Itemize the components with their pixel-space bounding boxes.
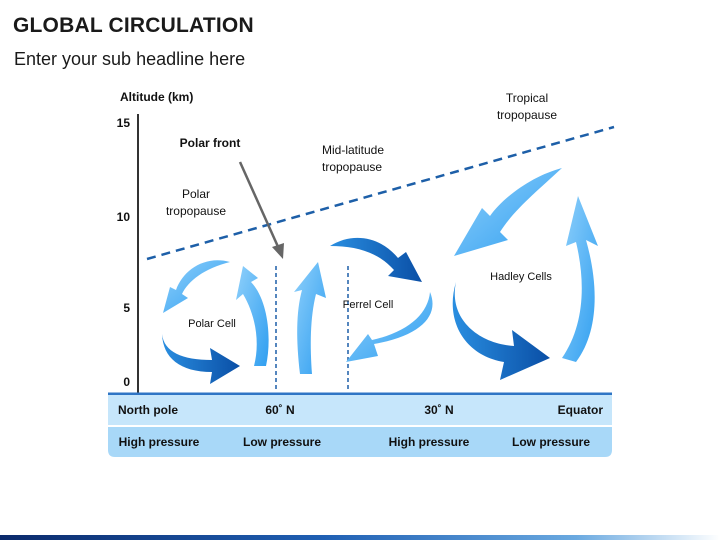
latitude-30n: 30˚ N xyxy=(424,403,453,417)
tick-10: 10 xyxy=(117,210,131,224)
pressure-low-1: Low pressure xyxy=(243,435,321,449)
tropopause-line xyxy=(146,125,615,261)
tropical-tropopause-label-1: Tropical xyxy=(506,91,548,105)
polar-cell-arrow-right xyxy=(236,266,269,366)
tick-15: 15 xyxy=(117,116,131,130)
latitude-60n: 60˚ N xyxy=(265,403,294,417)
latitude-band xyxy=(108,395,612,425)
polar-front-label: Polar front xyxy=(180,136,241,150)
latitude-north-pole: North pole xyxy=(118,403,178,417)
ferrel-cell-arrow-left xyxy=(294,262,326,374)
hadley-cell-arrow-bottom xyxy=(452,282,550,380)
polar-cell-label: Polar Cell xyxy=(188,318,236,330)
page-title: GLOBAL CIRCULATION xyxy=(13,14,254,37)
ferrel-cell-arrow-bottom xyxy=(346,292,433,362)
tropical-tropopause-label-2: tropopause xyxy=(497,108,557,122)
pressure-high-1: High pressure xyxy=(119,435,200,449)
pressure-low-2: Low pressure xyxy=(512,435,590,449)
mid-latitude-label-2: tropopause xyxy=(322,160,382,174)
footer-bar xyxy=(0,535,720,540)
latitude-equator: Equator xyxy=(558,403,604,417)
ferrel-cell-label: Ferrel Cell xyxy=(343,299,394,311)
polar-tropopause-label-2: tropopause xyxy=(166,204,226,218)
polar-cell-arrow-bottom xyxy=(162,334,240,384)
pressure-band xyxy=(108,427,612,457)
polar-front-pointer-line xyxy=(238,161,281,250)
mid-latitude-label-1: Mid-latitude xyxy=(322,143,384,157)
ferrel-cell-arrow-top xyxy=(330,237,422,282)
hadley-cell-arrow-top xyxy=(454,168,562,256)
polar-tropopause-label-1: Polar xyxy=(182,187,210,201)
tick-5: 5 xyxy=(123,301,130,315)
page-subtitle: Enter your sub headline here xyxy=(14,49,246,69)
altitude-axis-label: Altitude (km) xyxy=(120,90,193,104)
hadley-cells-label: Hadley Cells xyxy=(490,271,552,283)
polar-cell-arrow-top xyxy=(163,260,230,313)
tick-0: 0 xyxy=(123,375,130,389)
pressure-high-2: High pressure xyxy=(389,435,470,449)
hadley-cell-arrow-right xyxy=(562,196,598,362)
polar-front-pointer-head xyxy=(272,243,284,259)
